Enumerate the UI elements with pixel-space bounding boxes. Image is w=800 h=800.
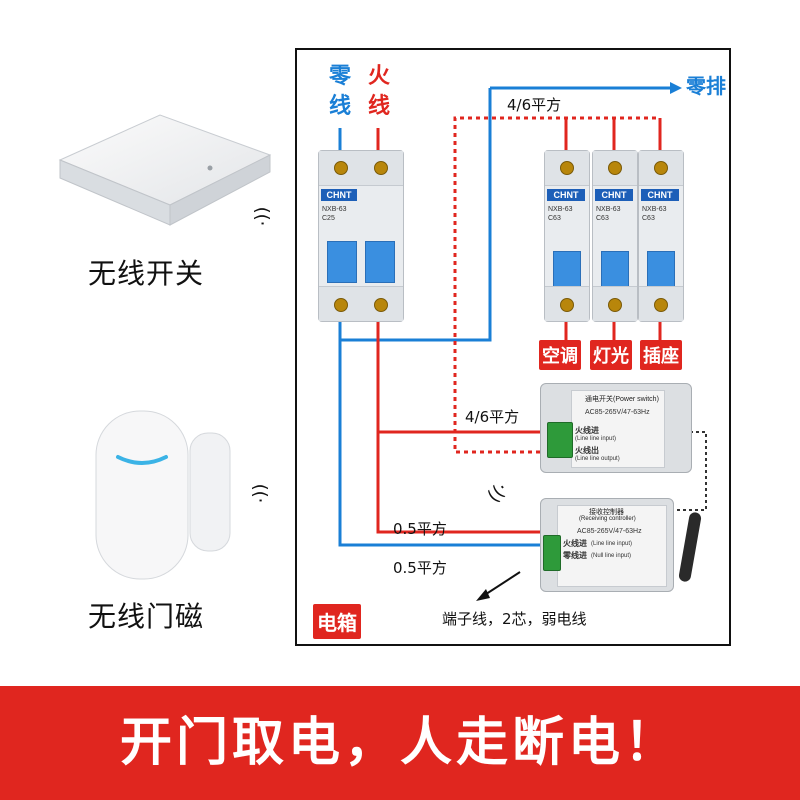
breaker-model: NXB-63 [596, 206, 621, 213]
wireless-switch-label: 无线开关 [88, 257, 205, 290]
breaker-lever [647, 251, 675, 291]
breaker-lever [365, 241, 395, 283]
load-label-socket: 插座 [640, 340, 682, 370]
branch-breaker-socket: CHNT NXB-63 C63 [638, 150, 684, 322]
electrical-box-label: 电箱 [313, 604, 361, 639]
neutral-bar-label: 零排 [686, 74, 726, 98]
wall-switch-illustration [58, 114, 272, 226]
receiver-live-in-en: (Line line input) [591, 541, 633, 547]
branch-breaker-ac: CHNT NXB-63 C63 [544, 150, 590, 322]
receiver-spec: AC85-265V/47-63Hz [577, 528, 642, 535]
power-switch-live-in-en: (Line line input) [575, 436, 617, 442]
power-switch-spec: AC85-265V/47-63Hz [585, 409, 650, 416]
wire-size-label: 0.5平方 [393, 520, 447, 538]
power-switch-module: 通电开关(Power switch) AC85-265V/47-63Hz 火线进… [540, 383, 692, 473]
breaker-lever [327, 241, 357, 283]
breaker-rating: C63 [642, 215, 655, 222]
wireless-switch-device [40, 100, 280, 240]
load-label-ac: 空调 [539, 340, 581, 370]
wire-size-label: 0.5平方 [393, 559, 447, 577]
breaker-brand: CHNT [595, 189, 633, 201]
breaker-model: NXB-63 [642, 206, 667, 213]
breaker-model: NXB-63 [548, 206, 573, 213]
door-sensor-label: 无线门磁 [88, 600, 205, 633]
wire-size-label: 4/6平方 [507, 96, 562, 114]
breaker-rating: C63 [596, 215, 609, 222]
branch-breaker-light: CHNT NXB-63 C63 [592, 150, 638, 322]
live-wire-label: 火线 [367, 64, 390, 119]
door-sensor-illustration [95, 410, 231, 580]
breaker-brand: CHNT [321, 189, 357, 201]
receiver-neutral-in-en: (Null line input) [591, 553, 632, 559]
terminal-block [543, 535, 561, 571]
power-switch-live-in: 火线进 [575, 426, 599, 435]
wire-size-label: 4/6平方 [465, 408, 520, 426]
breaker-lever [601, 251, 629, 291]
breaker-rating: C25 [322, 215, 335, 222]
neutral-wire-label: 零线 [328, 64, 351, 119]
receiver-controller-module: 接收控制器 (Receiving controller) AC85-265V/4… [540, 498, 674, 592]
breaker-rating: C63 [548, 215, 561, 222]
terminal-block [547, 422, 573, 458]
receiver-live-in: 火线进 [563, 539, 587, 548]
slogan-text: 开门取电，人走断电！ [119, 713, 680, 773]
load-label-light: 灯光 [590, 340, 632, 370]
main-breaker: CHNT NXB-63 C25 [318, 150, 404, 322]
receiver-title: 接收控制器 [589, 509, 624, 516]
breaker-lever [553, 251, 581, 291]
breaker-brand: CHNT [641, 189, 679, 201]
power-switch-live-out: 火线出 [575, 446, 599, 455]
breaker-model: NXB-63 [322, 206, 347, 213]
terminal-wire-note: 端子线，2芯，弱电线 [442, 610, 587, 628]
door-sensor-device [92, 405, 242, 585]
receiver-neutral-in: 零线进 [563, 551, 587, 560]
receiver-title-en: (Receiving controller) [579, 516, 636, 522]
power-switch-title: 通电开关(Power switch) [585, 396, 659, 403]
breaker-brand: CHNT [547, 189, 585, 201]
slogan-banner [0, 686, 800, 800]
power-switch-live-out-en: (Line line output) [575, 456, 620, 462]
